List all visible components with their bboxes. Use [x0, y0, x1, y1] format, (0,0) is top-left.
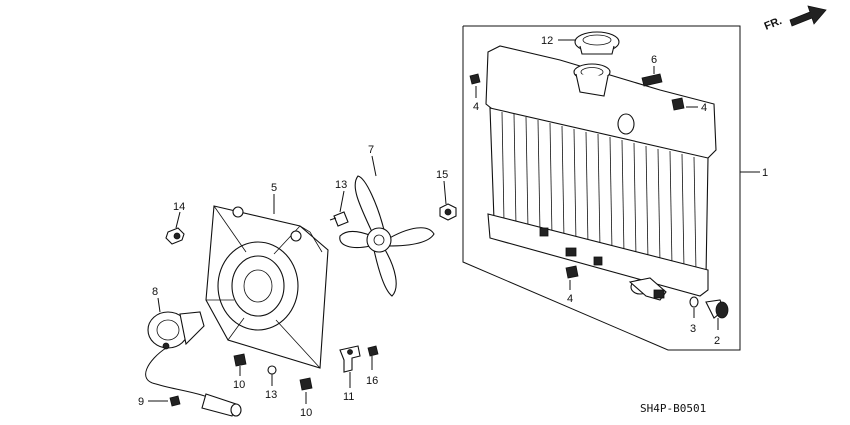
callout-2: 2	[714, 335, 720, 347]
shroud-bolt	[165, 227, 185, 245]
leader-lines	[148, 39, 760, 404]
radiator-core-tubes	[501, 111, 697, 273]
upper-hose-outlet	[617, 113, 635, 135]
harness-bracket	[339, 345, 361, 373]
callout-6: 6	[651, 54, 657, 66]
callout-16: 16	[366, 375, 378, 387]
callout-8: 8	[152, 286, 158, 298]
radiator-clip	[565, 265, 579, 279]
front-arrow-icon	[789, 5, 827, 27]
radiator-bracket	[565, 247, 577, 257]
radiator-clip	[469, 73, 481, 85]
callout-10-right: 10	[300, 407, 312, 419]
callout-10-left: 10	[233, 379, 245, 391]
callout-9: 9	[138, 396, 144, 408]
radiator-group-outline	[462, 25, 741, 351]
fan-motor-harness	[145, 347, 242, 417]
diagram-code: SH4P-B0501	[640, 402, 706, 415]
callout-4-top-right: 4	[701, 102, 707, 114]
callout-13-upper: 13	[335, 179, 347, 191]
callout-13-lower: 13	[265, 389, 277, 401]
callout-14: 14	[173, 201, 185, 213]
callout-12: 12	[541, 35, 553, 47]
front-direction-label: FR.	[763, 15, 784, 33]
fan-nut	[439, 203, 457, 221]
callout-labels: 1 2 3 4 4 4 5 6 7 8 9 10 10 11 12 13 13 …	[138, 35, 768, 419]
callout-7: 7	[368, 144, 374, 156]
warning-label-plate	[641, 73, 663, 87]
callout-4-top-left: 4	[473, 101, 479, 113]
fan-shroud	[205, 205, 329, 369]
fan-motor	[147, 311, 205, 350]
drain-plug-washer	[689, 296, 699, 308]
shroud-clip	[233, 353, 247, 367]
fan-mounting-bolt	[329, 211, 349, 227]
callout-4-bottom: 4	[567, 293, 573, 305]
cooling-fan-blade	[339, 175, 435, 297]
shroud-clip	[299, 377, 313, 391]
drain-plug	[705, 299, 729, 319]
harness-clip	[169, 395, 181, 407]
radiator-clip	[671, 97, 685, 111]
callout-5: 5	[271, 182, 277, 194]
radiator-assembly	[485, 45, 717, 301]
callout-3: 3	[690, 323, 696, 335]
filler-neck-body	[575, 73, 609, 97]
front-direction-indicator: FR.	[763, 5, 827, 33]
radiator-cap	[574, 31, 620, 55]
motor-mounting-bolt	[267, 365, 277, 380]
callout-11: 11	[343, 391, 354, 403]
callout-1: 1	[762, 167, 768, 179]
callout-15: 15	[436, 169, 448, 181]
harness-clamp	[367, 345, 379, 357]
